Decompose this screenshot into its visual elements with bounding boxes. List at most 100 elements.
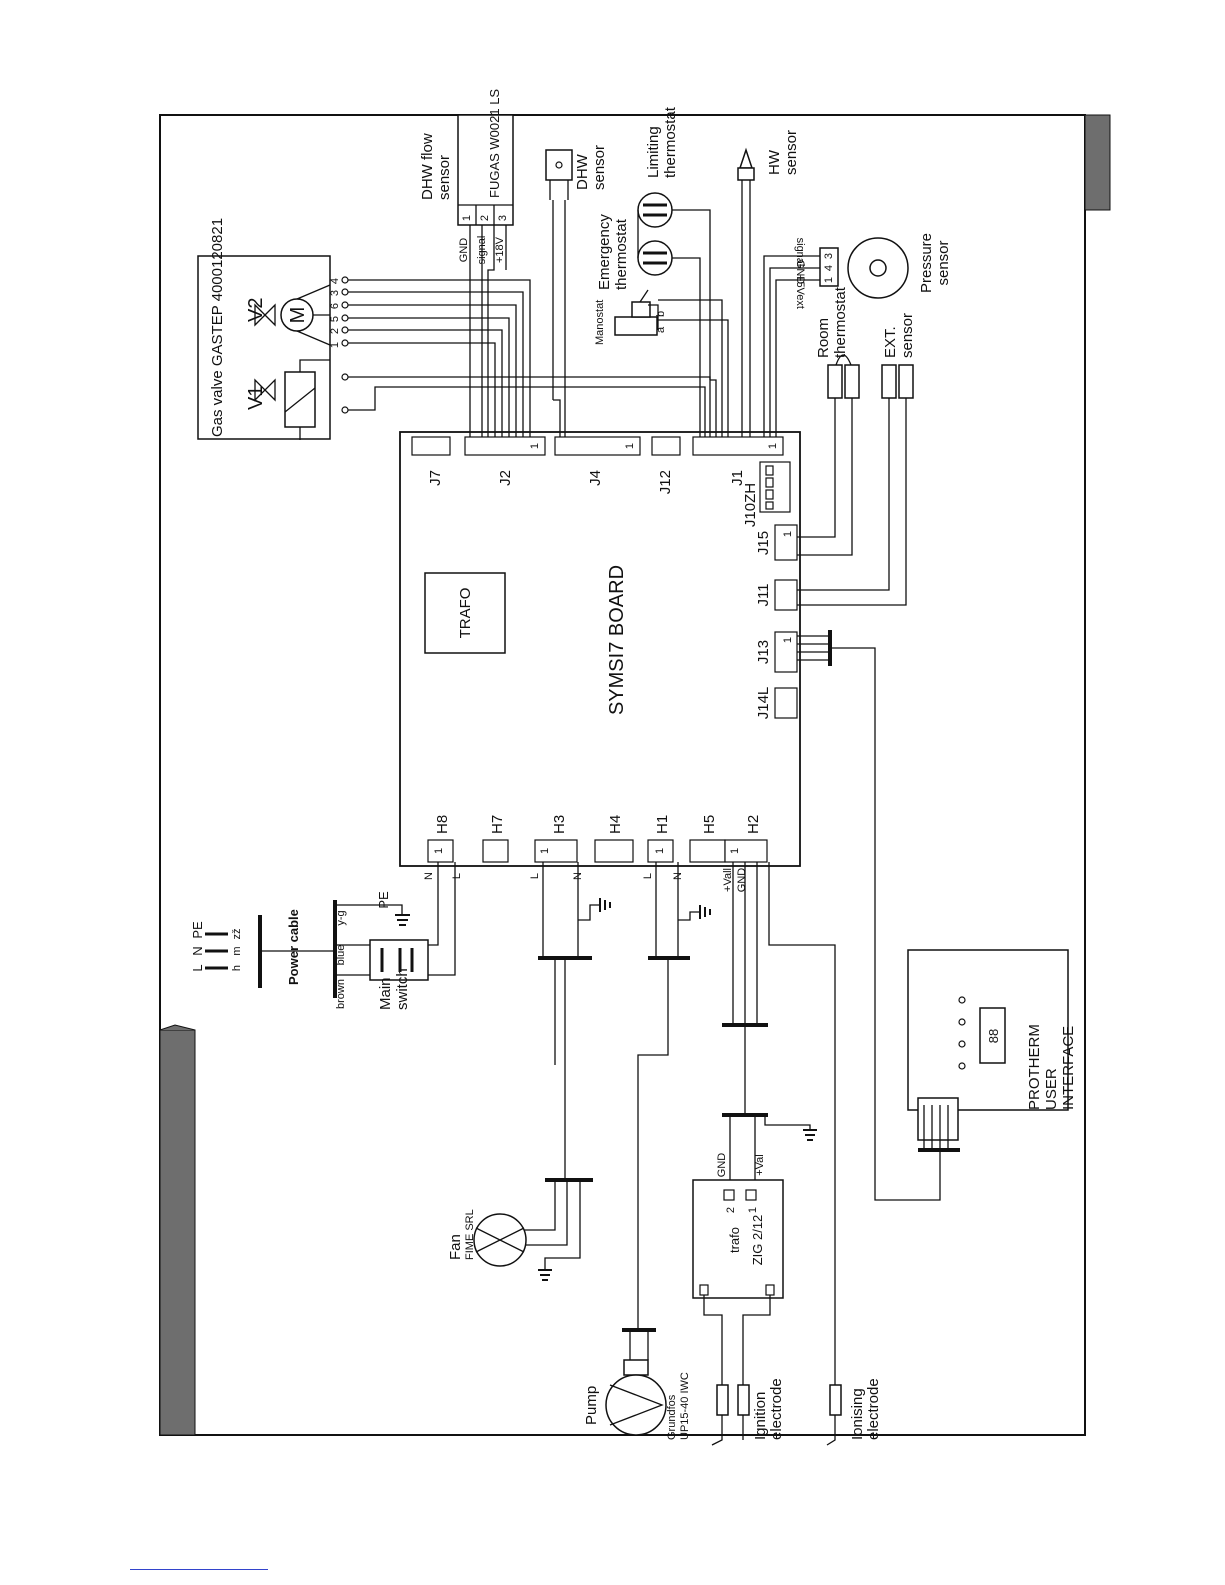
h8-wire-l: L <box>451 873 463 879</box>
dhw-flow-label-1: DHW flow <box>419 133 436 200</box>
manostat-label: Manostat <box>594 300 606 345</box>
power-input: L N PE h m zž Power cable y-g blue brown… <box>190 862 463 1010</box>
connector-j12 <box>651 436 681 456</box>
label-j11: J11 <box>755 583 772 606</box>
dhw-sensor: DHW sensor <box>545 145 608 437</box>
h2-wiring: +Vall GND <box>722 862 836 1385</box>
trafo-pin-1: 1 <box>747 1207 759 1213</box>
symsi7-board: SYMSI7 BOARD TRAFO <box>399 431 801 867</box>
top-connectors: J7 J2 J4 J12 J1 1 1 1 <box>411 436 784 494</box>
gv-pin-4: 4 <box>329 278 341 284</box>
label-j7: J7 <box>427 470 444 486</box>
wire-blue: blue <box>335 945 347 966</box>
flow-pin-1: 1 <box>461 215 473 221</box>
trafo-pin-2: 2 <box>725 1207 737 1213</box>
label-h1: H1 <box>654 815 671 834</box>
label-h8: H8 <box>434 815 451 834</box>
svg-text:88: 88 <box>986 1029 1001 1043</box>
trafo-zig-model: ZIG 2/12 <box>750 1215 765 1266</box>
valve-v1-icon <box>254 378 276 402</box>
gv-pin-5: 5 <box>329 316 341 322</box>
phase-n: N <box>190 946 205 955</box>
connector-j11 <box>774 579 798 611</box>
label-h5: H5 <box>701 815 718 834</box>
limiting-label-1: Limiting <box>645 126 662 178</box>
dhw-sensor-label-2: sensor <box>591 145 608 190</box>
flow-pin-2: 2 <box>479 215 491 221</box>
gv-pin-3: 3 <box>329 290 341 296</box>
gv-pin-6: 6 <box>329 303 341 309</box>
ionising-label-2: electrode <box>865 1378 882 1440</box>
pressure-wire-5vext: +5Vext <box>794 275 806 309</box>
valve-v1-label: V1 <box>245 386 267 410</box>
dhw-sensor-label-1: DHW <box>574 153 591 190</box>
pin-one-j1: 1 <box>767 443 779 449</box>
trafo-block-label: TRAFO <box>457 588 474 639</box>
trafo-wire-gnd: GND <box>716 1153 728 1178</box>
h3-wire-n: N <box>572 872 584 880</box>
earth-icon <box>395 914 410 926</box>
fan-label: Fan <box>447 1234 464 1260</box>
gv-pin-2: 2 <box>329 328 341 334</box>
label-j1: J1 <box>729 470 746 486</box>
emergency-thermostat: Emergency thermostat <box>596 214 673 290</box>
colour-zz: zž <box>231 929 243 940</box>
connector-h7 <box>482 839 509 863</box>
label-h4: H4 <box>607 815 624 834</box>
emergency-thermostat-icon <box>637 240 673 276</box>
board-name: SYMSI7 BOARD <box>606 565 628 715</box>
power-cable-label: Power cable <box>286 909 301 985</box>
pin-one-j13: 1 <box>782 637 794 643</box>
label-j2: J2 <box>497 470 514 486</box>
pump-model-2: UP15-40 IWC <box>679 1372 691 1440</box>
emergency-label-1: Emergency <box>596 214 613 290</box>
h1-wire-l: L <box>642 873 654 879</box>
motor-label: M <box>287 307 309 324</box>
dhw-flow-model: FUGAS W0021 LS <box>487 89 502 198</box>
dhw-flow-sensor: FUGAS W0021 LS 1 2 3 DHW flow sensor GND… <box>419 89 514 437</box>
hw-sensor: HW sensor <box>737 130 800 437</box>
wire-brown: brown <box>335 979 347 1009</box>
wire-yg: y-g <box>335 910 347 925</box>
ui-label-1: PROTHERM <box>1026 1024 1043 1110</box>
pin-one-j15: 1 <box>782 531 794 537</box>
limiting-thermostat: Limiting thermostat <box>637 106 679 228</box>
right-connectors: J10ZH J15 J11 J13 J14L 1 1 <box>742 461 798 720</box>
connector-j14l <box>774 687 798 719</box>
main-switch-label-2: switch <box>394 968 411 1010</box>
label-j13: J13 <box>755 640 772 664</box>
connector-j4 <box>554 436 641 456</box>
fan: Fan FIME SRL <box>447 1209 527 1267</box>
colour-m: m <box>231 946 243 955</box>
valve-v2-label: V2 <box>245 298 267 322</box>
pressure-pin-3: 3 <box>823 253 835 259</box>
pressure-wire-signal: signal <box>794 238 806 267</box>
pressure-pin-4: 4 <box>823 265 835 271</box>
ignition-label-1: Ignition <box>752 1392 769 1440</box>
pin-one-j4: 1 <box>624 443 636 449</box>
ui-label-2: USER <box>1043 1068 1060 1110</box>
phase-l: L <box>190 964 205 971</box>
limiting-label-2: thermostat <box>662 106 679 178</box>
trafo-zig-label: trafo <box>727 1227 742 1253</box>
pin-one-h8: 1 <box>433 848 445 854</box>
manostat-pin-b: b <box>655 311 667 317</box>
h8-wire-n: N <box>423 872 435 880</box>
hw-sensor-label-2: sensor <box>783 130 800 175</box>
label-j14l: J14L <box>755 687 772 720</box>
user-interface: 88 PROTHERM USER INTERFACE <box>907 949 1077 1152</box>
pressure-pin-1: 1 <box>823 277 835 283</box>
ignition-label-2: electrode <box>768 1378 785 1440</box>
pump-model-1: Grundfos <box>666 1394 678 1440</box>
pressure-sensor: 3 4 1 signal GND +5Vext Pressure sensor <box>763 233 952 437</box>
ext-sensor-label-1: EXT. <box>882 326 899 358</box>
label-h2: H2 <box>745 815 762 834</box>
connector-h4 <box>594 839 634 863</box>
pressure-wire-gnd: GND <box>794 260 806 285</box>
h2-wire-vall: +Vall <box>722 868 734 892</box>
pump-icon <box>605 1374 667 1436</box>
trafo-zig: 2 1 trafo ZIG 2/12 GND +Val <box>692 1153 784 1385</box>
pressure-label-1: Pressure <box>918 233 935 293</box>
label-j15: J15 <box>755 531 772 555</box>
